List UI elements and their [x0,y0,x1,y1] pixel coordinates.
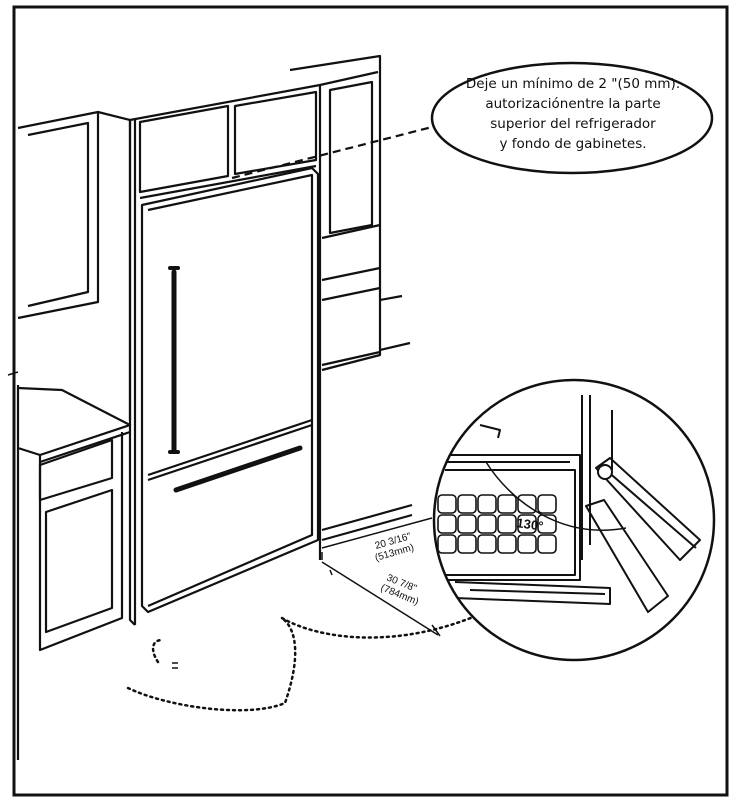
callout-line-3: superior del refrigerador [490,116,656,132]
refrigerator [140,166,320,614]
dimension-labels: 20 3/16" (513mm) 30 7/8" (784mm) [374,531,420,608]
opening-angle-label: 130° [516,515,545,534]
ice-tray-grid [437,494,557,554]
fridge-door-divider [147,418,313,477]
door-swing-arcs [126,610,487,712]
callout-line-4: y fondo de gabinetes. [499,136,647,152]
fridge-handles [168,266,303,493]
figure-border [12,5,729,797]
lower-drawer-handle [173,445,303,493]
wall-tick [7,371,19,376]
kitchen-cabinetry [16,54,413,760]
hinge-detail-view: 130° [432,378,716,662]
clearance-callout-text: Deje un mínimo de 2 "(50 mm). autorizaci… [438,74,708,154]
floor-mark [172,662,178,669]
callout-line-2: autorizaciónentre la parte [485,96,661,112]
callout-bubble [430,61,714,175]
dimension-lines [321,517,441,637]
callout-leader-line [231,123,441,180]
callout-line-1: Deje un mínimo de 2 "(50 mm). [465,76,681,92]
